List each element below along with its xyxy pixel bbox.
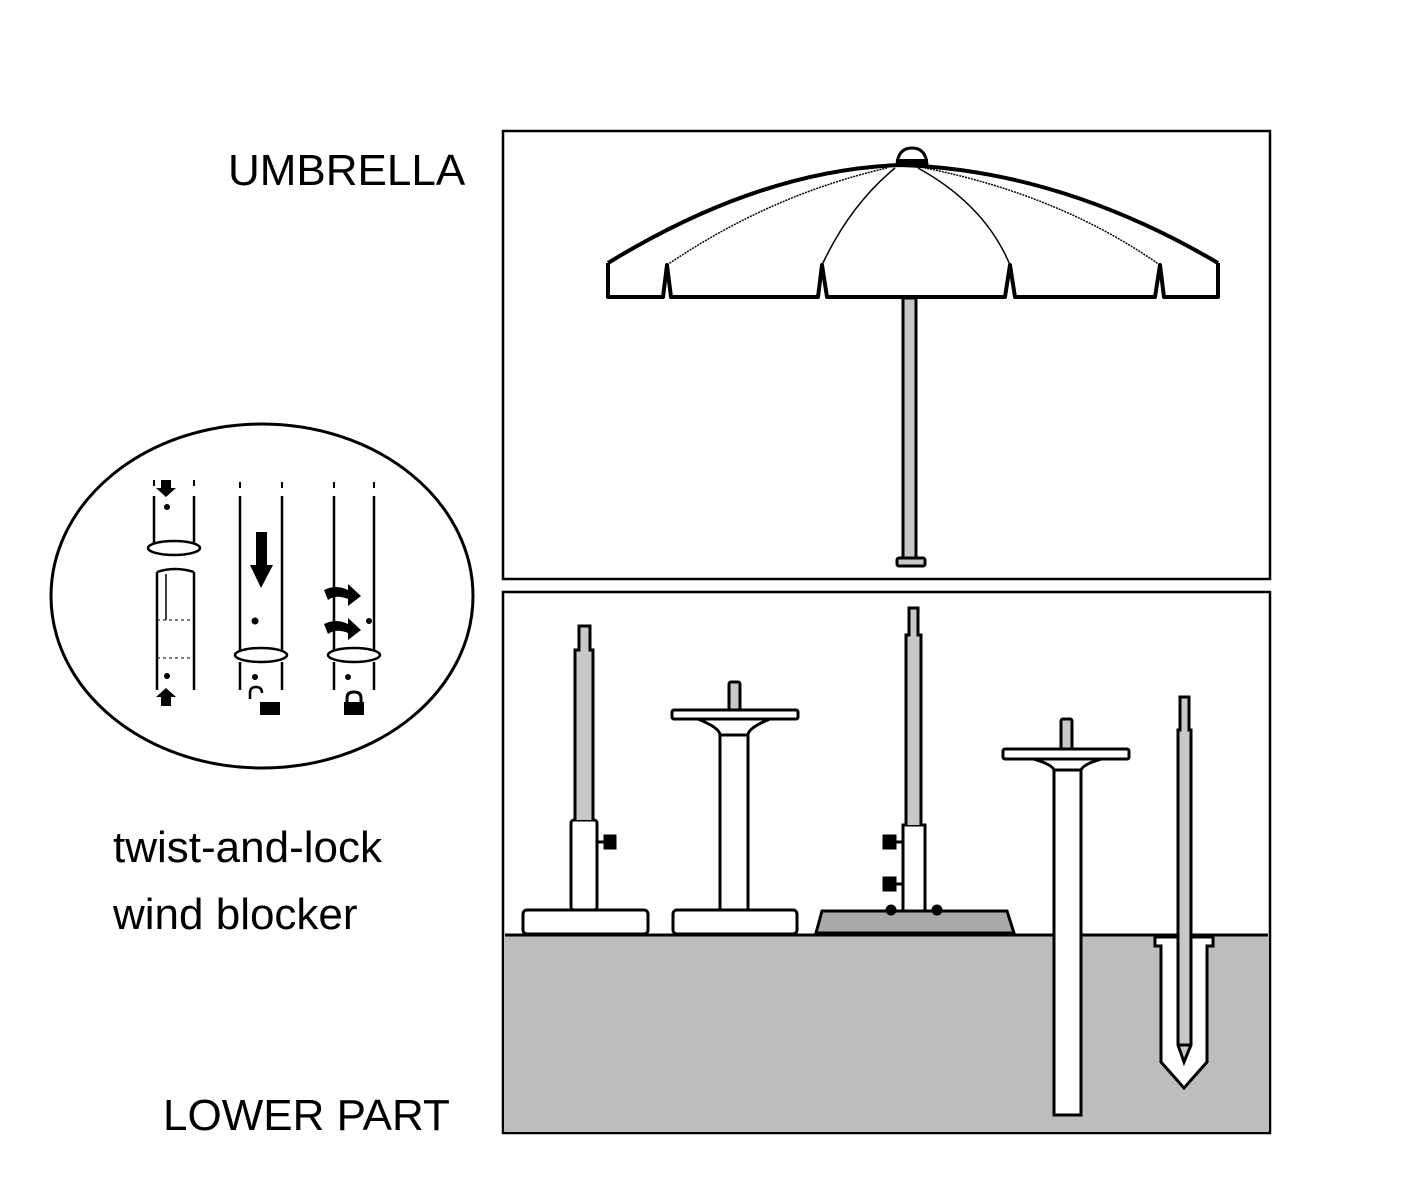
sand-anchor xyxy=(1153,695,1215,1091)
lower-part-panel xyxy=(501,590,1272,1135)
detail-label-line2: wind blocker xyxy=(113,890,358,939)
umbrella-finial xyxy=(895,146,929,167)
umbrella-panel xyxy=(501,129,1272,581)
twist-lock-detail xyxy=(49,422,475,770)
lock-icon xyxy=(344,690,364,715)
arrow-down-icon xyxy=(156,480,176,497)
lower-part-label: LOWER PART xyxy=(163,1091,450,1140)
detail-step-1 xyxy=(146,480,202,690)
umbrella-panel-frame xyxy=(501,129,1272,581)
base-with-clamp xyxy=(521,624,650,936)
detail-step-2 xyxy=(233,482,289,690)
ground-spike-table-top xyxy=(1001,717,1131,1117)
unlock-icon xyxy=(248,685,280,715)
detail-label-line1: twist-and-lock xyxy=(113,823,382,872)
umbrella-pole xyxy=(895,296,927,568)
twist-arrow-icon xyxy=(324,618,361,640)
detail-circle xyxy=(49,422,475,770)
ground xyxy=(505,935,1268,1131)
table-top-stand xyxy=(670,680,800,936)
arrow-down-icon xyxy=(250,532,273,588)
umbrella-label: UMBRELLA xyxy=(228,146,466,195)
arrow-up-icon xyxy=(156,688,176,706)
twist-arrow-icon xyxy=(324,584,361,606)
tapered-base-two-clamps xyxy=(814,606,1017,935)
detail-step-3 xyxy=(326,482,382,690)
